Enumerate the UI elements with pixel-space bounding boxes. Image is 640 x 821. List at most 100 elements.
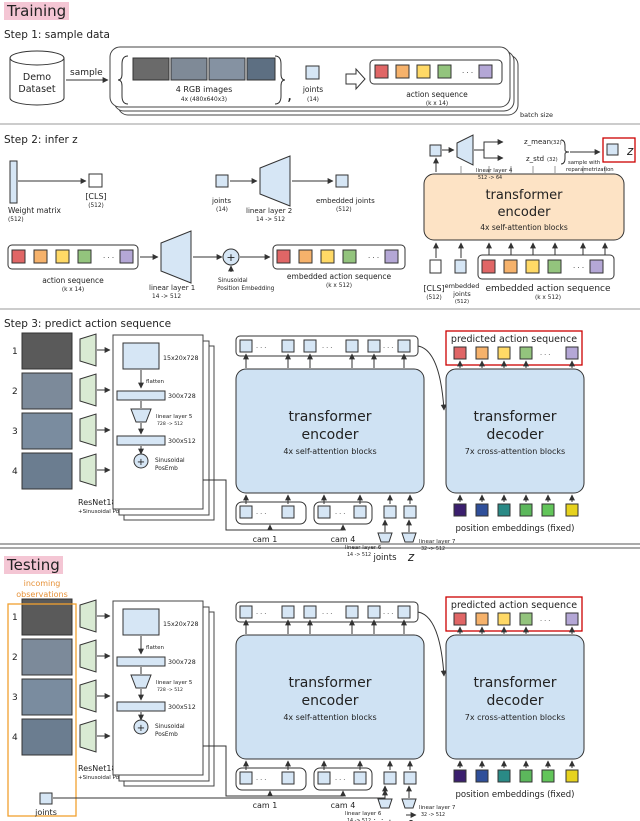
joints-label-step2: joints [211, 197, 231, 205]
s2-eas-in-token-1 [481, 259, 496, 274]
testing-zero-symbol: 0 [408, 818, 415, 821]
plus-glyph: + [226, 251, 235, 264]
testing-enc-in-token-2 [281, 771, 295, 785]
step3-linear7-dim: 32 -> 512 [421, 546, 445, 552]
step3-cam1-label: cam 1 [253, 535, 278, 544]
step3-resnet-label: ResNet18 [78, 498, 117, 507]
step3-enc-out-token-2 [281, 339, 295, 353]
step3-cam4-label: cam 4 [331, 535, 356, 544]
s2-eas-dim: (k x 512) [326, 283, 352, 289]
step3-posemb-token-5 [541, 503, 555, 517]
s2-eas-in-token-3 [525, 259, 540, 274]
cvae-encoder-block [423, 173, 625, 241]
z-mean-dim: (32) [551, 140, 562, 146]
step3-cam-image-3 [21, 412, 73, 450]
joints-input-token [39, 792, 53, 805]
step3-sinusoidal-label: Sinusoidal [155, 458, 185, 464]
linear-layer-4 [456, 134, 474, 166]
sample-label: sample [70, 68, 103, 78]
bottom-cls-label: [CLS] [423, 284, 444, 293]
step3-z-symbol: z [407, 550, 415, 564]
testing-linear6-label: linear layer 6 [345, 811, 382, 817]
rgb-thumb-3 [208, 57, 246, 81]
step3-linear-layer-5 [130, 408, 152, 423]
cvae-encoder-title: transformer [485, 188, 563, 203]
step3-enc-out-token-6 [397, 339, 411, 353]
testing-linear-layer-7 [401, 798, 417, 809]
step3-predicted-token-3 [497, 346, 511, 360]
step3-predicted-token-1 [453, 346, 467, 360]
linear-layer-2 [259, 155, 291, 207]
s2-eas-token-5 [384, 249, 399, 264]
step3-enc-in-ellipsis-1: · · · [256, 510, 266, 518]
step3-enc-out-token-1 [239, 339, 253, 353]
z-symbol: z [626, 144, 634, 158]
testing-linear7-dim: 32 -> 512 [421, 812, 445, 818]
step3-resnet-sub: +Sinusoidal PosEmb [78, 509, 135, 515]
step3-add-node [133, 453, 149, 469]
testing-predicted-ellipsis: · · · [540, 617, 550, 625]
step3-linear6-dim: 14 -> 512 [347, 552, 371, 558]
embedded-joints-label: embedded joints [316, 197, 375, 205]
testing-encoder-title: transformer [288, 675, 371, 691]
testing-sinusoidal-label: Sinusoidal [155, 724, 185, 730]
testing-encoder-sub: 4x self-attention blocks [283, 713, 376, 722]
step3-enc-in-token-3 [317, 505, 331, 519]
testing-enc-out-token-3 [303, 605, 317, 619]
s2-eas-tokens: · · · [276, 249, 399, 264]
linear2-dim: 14 -> 512 [256, 217, 285, 223]
bottom-ej-dim: (512) [455, 299, 469, 305]
action-seq-tokens: · · · [374, 64, 493, 79]
testing-predicted-token-4 [519, 612, 533, 626]
s2-action-token-1 [11, 249, 26, 264]
bottom-eas-label: embedded action sequence [485, 284, 610, 294]
testing-posemb-token-3 [497, 769, 511, 783]
testing-linear7-label: linear layer 7 [419, 805, 456, 811]
testing-resnet-trap-2 [79, 639, 97, 673]
cvae-output-arrows [460, 166, 606, 174]
testing-enc-in-token-3 [317, 771, 331, 785]
step3-plus-glyph: + [137, 457, 145, 468]
incoming-label: incoming [24, 579, 61, 588]
testing-linear5-label: linear layer 5 [156, 680, 193, 686]
joints-token-step2 [215, 174, 229, 188]
testing-linear-layer-6 [377, 798, 393, 809]
step3-proj-vec [116, 435, 166, 446]
cvae-encoder-sub: 4x self-attention blocks [480, 223, 568, 232]
rgb-thumbnails [132, 57, 276, 81]
testing-enc-to-dec-arrow [417, 611, 447, 677]
s2-action-seq-container [7, 244, 139, 270]
step3-linear-layer-6 [377, 532, 393, 543]
s1-action-token-3 [416, 64, 431, 79]
testing-cam-num-2: 2 [12, 653, 18, 663]
step3-linear5-dim: 728 -> 512 [157, 421, 183, 427]
testing-encoder-title2: encoder [301, 693, 358, 709]
step3-decoder-title2: decoder [486, 427, 543, 443]
testing-enc-out-ellipsis-1: · · · [256, 610, 266, 618]
step3-enc-out-token-3 [303, 339, 317, 353]
s2-eas-input-tokens: · · · [481, 259, 604, 274]
testing-feature-map [122, 608, 160, 636]
testing-posemb-token-2 [475, 769, 489, 783]
linear2-label: linear layer 2 [246, 207, 292, 215]
step3-predicted-label: predicted action sequence [451, 334, 577, 345]
step3-enc-in-ellipsis-2: · · · [335, 510, 345, 518]
step3-posemb-label: PosEmb [155, 466, 178, 472]
testing-resnet-trap-3 [79, 679, 97, 713]
testing-cam-num-3: 3 [12, 693, 18, 703]
s1-action-ellipsis: · · · [462, 69, 473, 77]
testing-enc-in-token-6 [403, 771, 417, 785]
s1-action-token-4 [437, 64, 452, 79]
action-seq-dim: (k x 14) [426, 101, 448, 107]
s2-action-ellipsis: · · · [103, 254, 114, 262]
ej-input-token [454, 259, 467, 274]
testing-flatten-label: flatten [146, 645, 165, 651]
joints-label: joints [302, 85, 323, 94]
step3-linear6-label: linear layer 6 [345, 545, 382, 551]
testing-enc-in-token-1 [239, 771, 253, 785]
s2-eas-label: embedded action sequence [287, 272, 392, 281]
step3-feat3-label: 300x512 [168, 438, 196, 445]
step3-posemb-token-4 [519, 503, 533, 517]
testing-cam-image-4 [21, 718, 73, 756]
